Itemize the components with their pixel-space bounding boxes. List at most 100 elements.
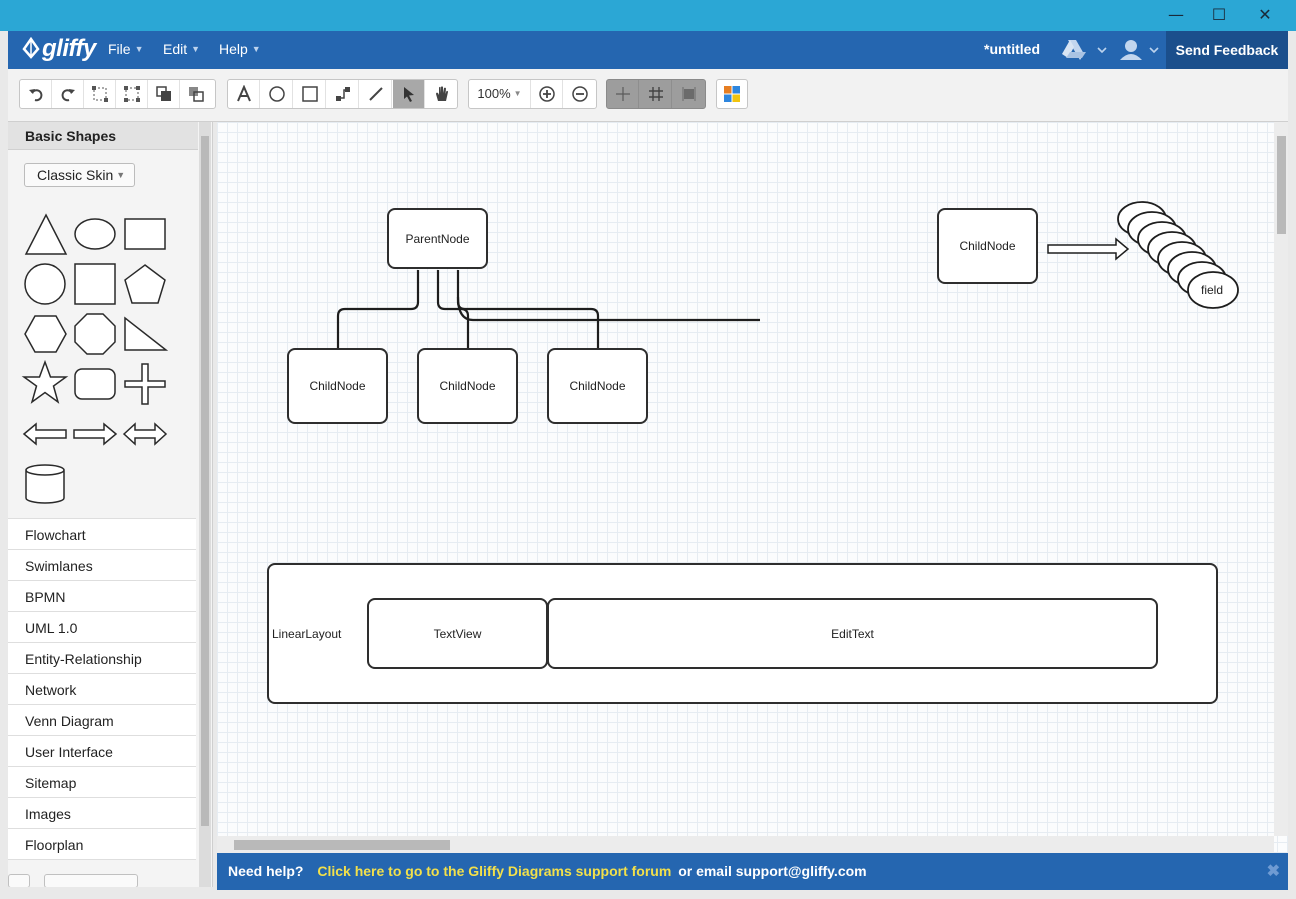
pointer-tool-button[interactable] <box>393 80 425 108</box>
library-sitemap[interactable]: Sitemap <box>8 766 196 797</box>
canvas-horizontal-scrollbar[interactable] <box>217 836 1274 853</box>
octagon-shape[interactable] <box>74 313 116 355</box>
menu-help[interactable]: Help▼ <box>219 41 261 57</box>
rectangle-tool-button[interactable] <box>294 80 326 108</box>
canvas-vertical-scrollbar-thumb[interactable] <box>1277 136 1286 234</box>
chevron-down-icon: ▼ <box>116 170 126 180</box>
linear-layout-label: LinearLayout <box>272 626 342 641</box>
support-forum-link[interactable]: Click here to go to the Gliffy Diagrams … <box>317 863 672 879</box>
undo-button[interactable] <box>20 80 52 108</box>
cylinder-shape[interactable] <box>25 464 65 504</box>
library-flowchart[interactable]: Flowchart <box>8 518 196 549</box>
field-label: field <box>1201 283 1224 297</box>
stacked-field-ellipses[interactable] <box>1117 201 1239 309</box>
document-title[interactable]: *untitled <box>984 41 1040 57</box>
grid-toggle-button[interactable] <box>640 80 672 108</box>
triangle-shape[interactable] <box>24 213 68 255</box>
square-shape[interactable] <box>74 263 116 305</box>
sidebar-scrollbar[interactable] <box>199 122 211 887</box>
snap-to-grid-button[interactable] <box>673 80 705 108</box>
cross-shape[interactable] <box>124 363 166 405</box>
google-drive-icon[interactable] <box>1060 38 1108 62</box>
parent-node[interactable]: ParentNode <box>387 208 488 269</box>
shapes-library-heading[interactable]: Basic Shapes <box>8 122 198 150</box>
sidebar-bottom-controls <box>8 859 196 887</box>
ellipse-shape[interactable] <box>74 218 116 250</box>
library-entity-relationship[interactable]: Entity-Relationship <box>8 642 196 673</box>
bring-to-front-button[interactable] <box>148 80 180 108</box>
zoom-level-select[interactable]: 100%▼ <box>469 80 531 108</box>
connector-parent-to-child-3[interactable] <box>456 270 600 349</box>
close-help-bar-icon[interactable]: ✖ <box>1266 863 1280 880</box>
right-arrow-connector[interactable] <box>1047 237 1130 261</box>
left-arrow-shape[interactable] <box>22 422 67 446</box>
redo-button[interactable] <box>52 80 84 108</box>
menu-edit[interactable]: Edit▼ <box>163 41 200 57</box>
skin-select-button[interactable]: Classic Skin▼ <box>24 163 135 187</box>
sidebar-edit-button[interactable] <box>44 874 138 887</box>
double-arrow-shape[interactable] <box>122 422 168 446</box>
diagram-canvas[interactable]: ParentNode ChildNode ChildNode ChildNode… <box>217 122 1288 853</box>
zoom-out-icon <box>572 86 588 102</box>
child-node-1[interactable]: ChildNode <box>287 348 388 424</box>
zoom-group: 100%▼ <box>468 79 597 109</box>
zoom-in-button[interactable] <box>531 80 563 108</box>
snap-to-center-button[interactable] <box>607 80 639 108</box>
line-tool-button[interactable] <box>360 80 392 108</box>
rectangle-shape[interactable] <box>124 218 166 250</box>
group-button[interactable] <box>84 80 116 108</box>
help-bar: Need help? Click here to go to the Gliff… <box>217 853 1288 890</box>
ungroup-button[interactable] <box>116 80 148 108</box>
library-floorplan[interactable]: Floorplan <box>8 828 196 859</box>
library-uml[interactable]: UML 1.0 <box>8 611 196 642</box>
close-window-button[interactable]: ✕ <box>1258 5 1272 24</box>
library-images[interactable]: Images <box>8 797 196 828</box>
connector-parent-to-child-1[interactable] <box>336 270 420 349</box>
connector-parent-to-line[interactable] <box>456 296 760 322</box>
maximize-button[interactable]: ☐ <box>1211 5 1227 24</box>
circle-shape[interactable] <box>24 263 66 305</box>
canvas-vertical-scrollbar[interactable] <box>1274 122 1288 836</box>
gliffy-logo[interactable]: gliffy <box>22 35 96 63</box>
library-bpmn[interactable]: BPMN <box>8 580 196 611</box>
connector-parent-to-child-2[interactable] <box>436 270 470 349</box>
menu-file[interactable]: File▼ <box>108 41 143 57</box>
hexagon-shape[interactable] <box>24 315 67 353</box>
undo-icon <box>28 89 42 102</box>
child-node-2[interactable]: ChildNode <box>417 348 518 424</box>
textview-node[interactable]: TextView <box>367 598 548 669</box>
connector-tool-button[interactable] <box>327 80 359 108</box>
edittext-node[interactable]: EditText <box>547 598 1158 669</box>
send-feedback-button[interactable]: Send Feedback <box>1166 31 1288 69</box>
line-tool-icon <box>368 87 383 101</box>
right-arrow-shape[interactable] <box>73 422 118 446</box>
palette-icon <box>724 86 740 102</box>
chevron-down-icon: ▼ <box>134 44 144 54</box>
library-swimlanes[interactable]: Swimlanes <box>8 549 196 580</box>
shape-library-sidebar: Basic Shapes Classic Skin▼ <box>8 122 213 887</box>
right-triangle-shape[interactable] <box>124 316 169 351</box>
send-to-back-button[interactable] <box>180 80 212 108</box>
library-venn-diagram[interactable]: Venn Diagram <box>8 704 196 735</box>
canvas-horizontal-scrollbar-thumb[interactable] <box>234 840 450 850</box>
ellipse-tool-button[interactable] <box>261 80 293 108</box>
rounded-rectangle-shape[interactable] <box>74 368 116 400</box>
minimize-button[interactable]: — <box>1168 5 1184 24</box>
user-avatar-icon[interactable] <box>1118 38 1162 62</box>
child-node-label: ChildNode <box>959 239 1016 253</box>
right-child-node[interactable]: ChildNode <box>937 208 1038 284</box>
sidebar-small-button[interactable] <box>8 874 30 887</box>
child-node-3[interactable]: ChildNode <box>547 348 648 424</box>
pan-tool-button[interactable] <box>426 80 458 108</box>
text-tool-button[interactable] <box>228 80 260 108</box>
sidebar-scrollbar-thumb[interactable] <box>201 136 209 826</box>
library-user-interface[interactable]: User Interface <box>8 735 196 766</box>
theme-palette-button[interactable] <box>717 80 747 108</box>
zoom-out-button[interactable] <box>564 80 596 108</box>
connector-lines <box>336 201 1239 349</box>
snap-grid-icon <box>682 87 696 101</box>
library-network[interactable]: Network <box>8 673 196 704</box>
pentagon-shape[interactable] <box>124 264 166 304</box>
star-shape[interactable] <box>21 359 69 404</box>
